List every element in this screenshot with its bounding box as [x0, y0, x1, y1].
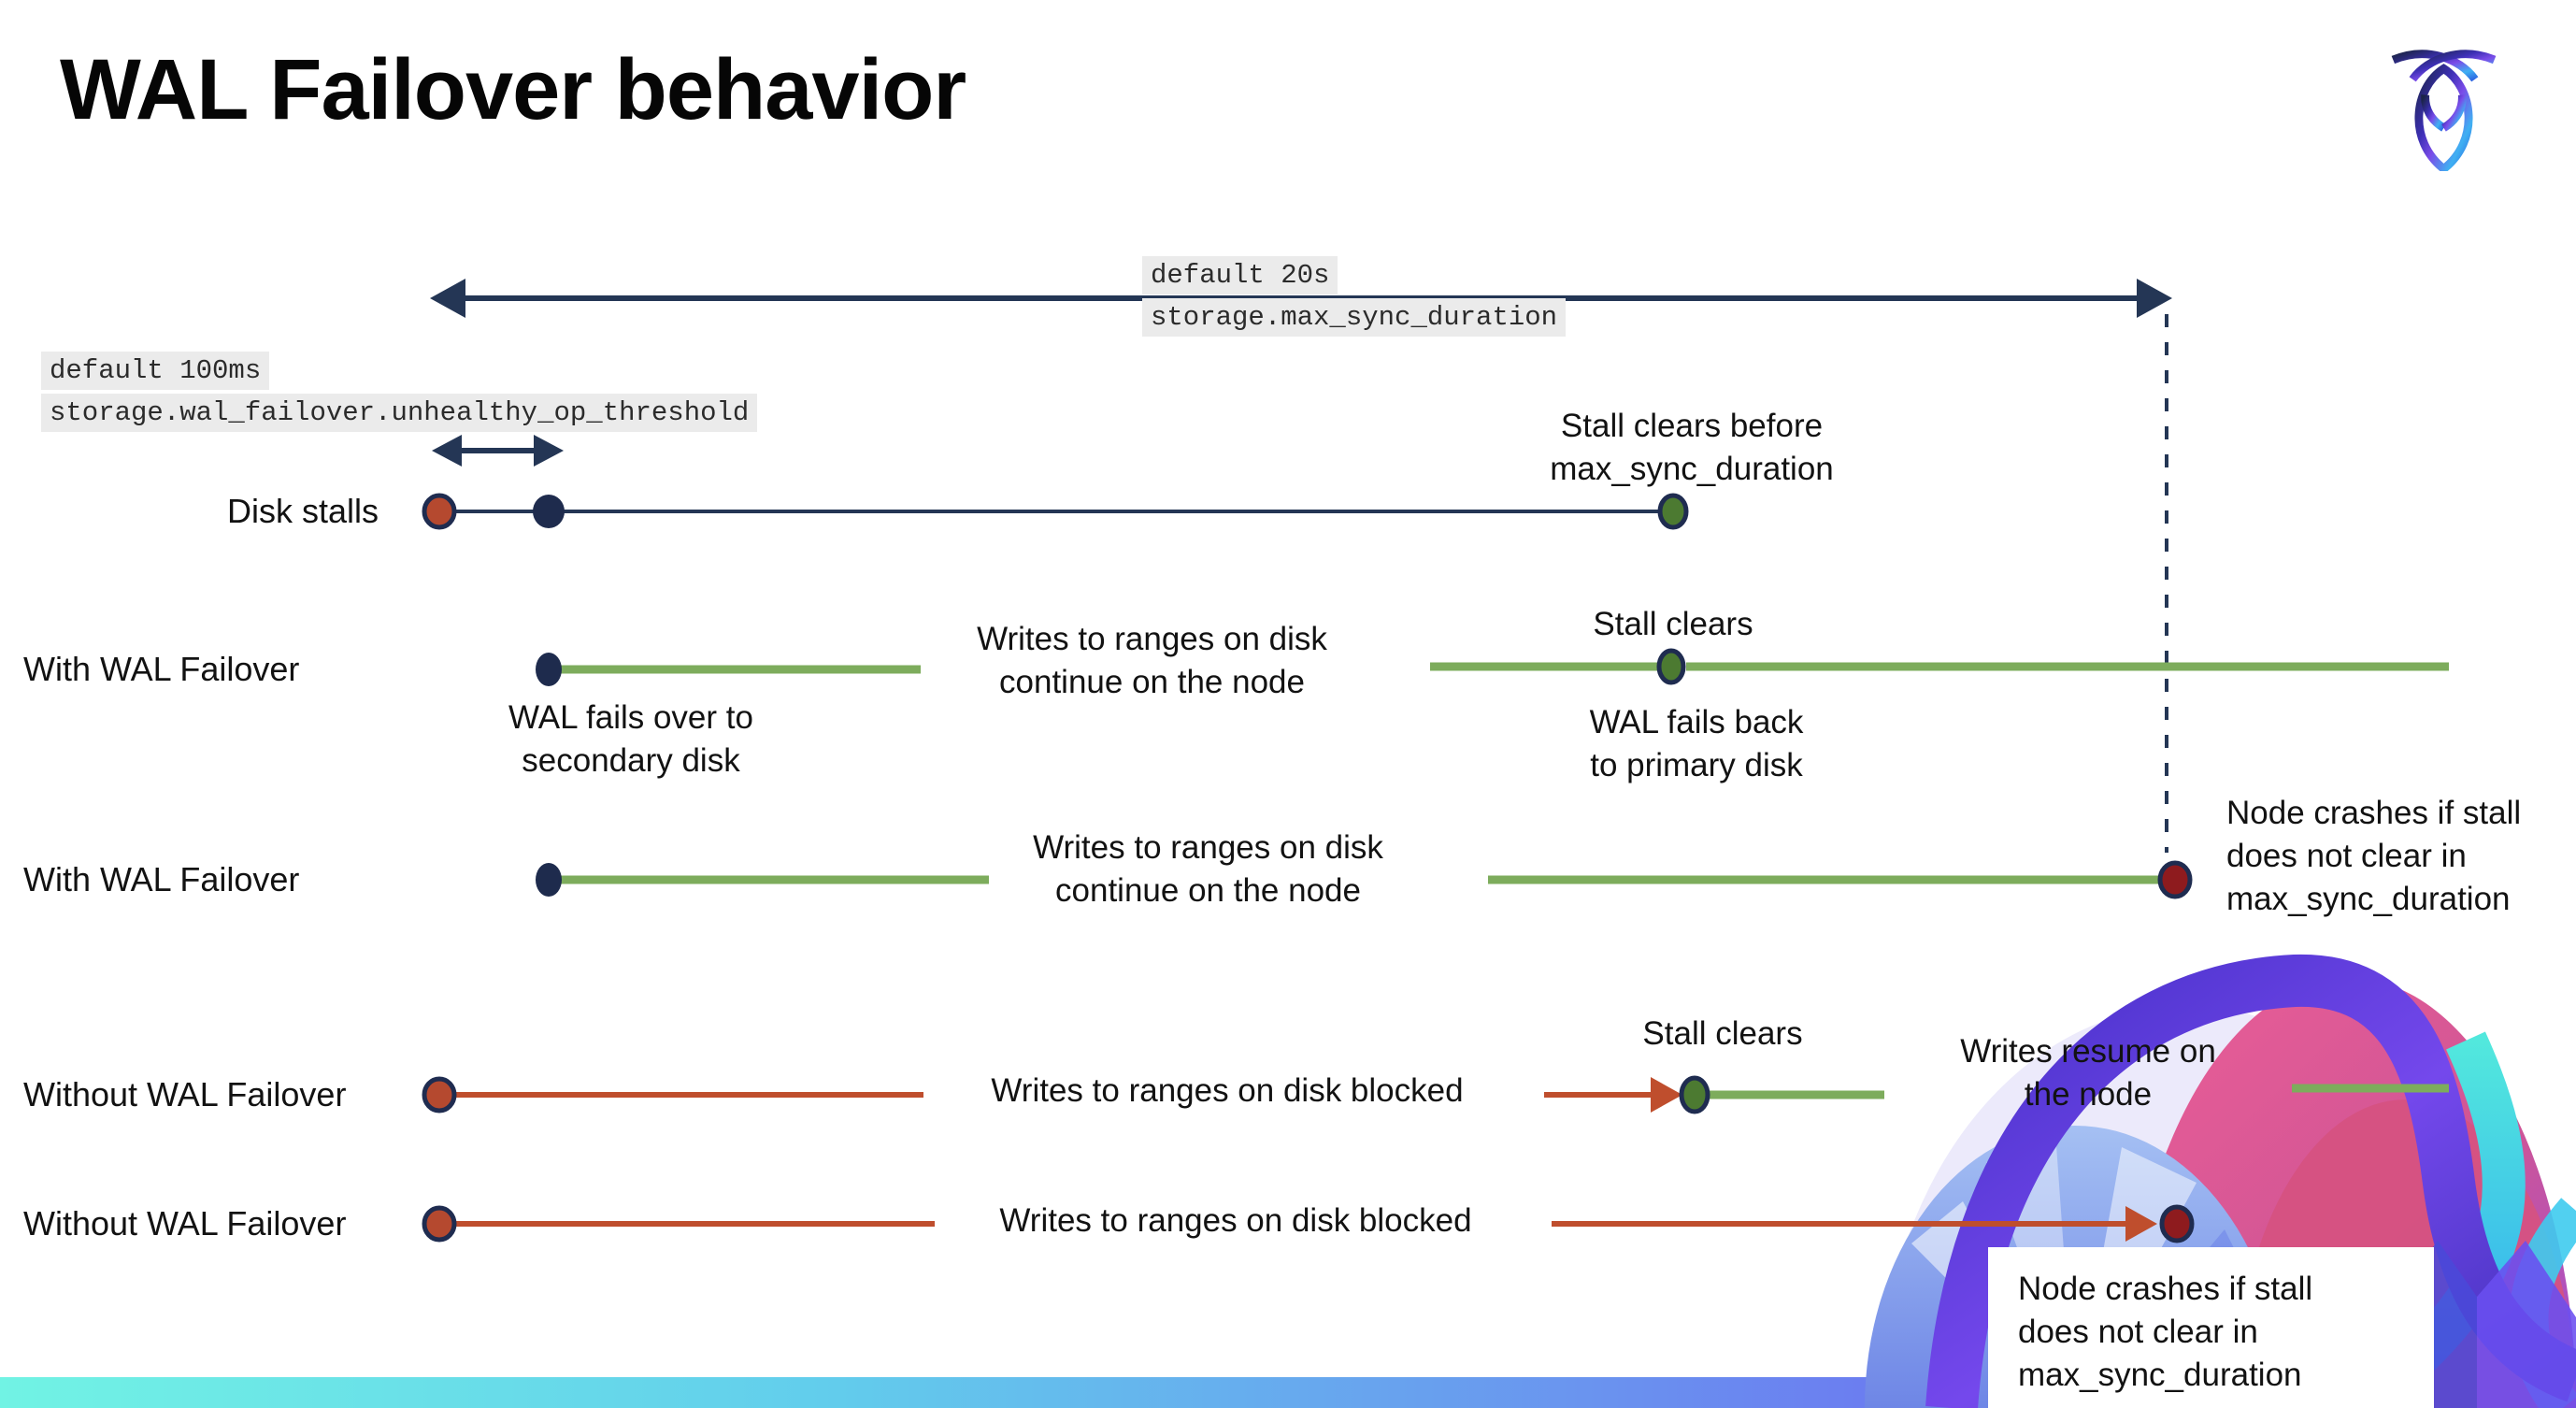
- timeline-with-failover-recovers: [536, 648, 2449, 686]
- failover-dot: [536, 653, 562, 686]
- blocked-arrowhead: [1651, 1077, 1682, 1113]
- unhealthy-op-threshold-annotation: default 100ms storage.wal_failover.unhea…: [41, 352, 758, 436]
- max-sync-duration-annotation: default 20s storage.max_sync_duration: [1142, 256, 1567, 340]
- page-title: WAL Failover behavior: [60, 42, 966, 137]
- setting-default-value: default 100ms: [41, 352, 270, 390]
- row-label-without-wal-failover-2: Without WAL Failover: [23, 1204, 347, 1243]
- note-stall-clears-1: Stall clears: [1593, 606, 1753, 642]
- crash-note-box: Node crashes if stall does not clear in …: [1988, 1247, 2434, 1408]
- stall-start-dot: [422, 1076, 457, 1113]
- note-wal-fails-over: WAL fails over to secondary disk: [508, 699, 753, 779]
- logo-antenna-right: [2409, 50, 2497, 82]
- note-stall-clears-before: Stall clears before max_sync_duration: [1550, 408, 1834, 487]
- row-label-with-wal-failover-1: With WAL Failover: [23, 650, 300, 688]
- note-stall-clears-2: Stall clears: [1642, 1015, 1803, 1052]
- threshold-dot: [533, 495, 565, 528]
- stall-clears-dot: [1657, 493, 1689, 530]
- arrowhead-right: [2137, 279, 2172, 318]
- stall-start-dot: [422, 493, 457, 530]
- unhealthy-op-threshold-arrow: [432, 435, 564, 467]
- setting-default-value: default 20s: [1142, 256, 1338, 295]
- logo-body: [2414, 64, 2473, 171]
- decor-purple-arch: [1925, 954, 2576, 1408]
- logo-branch-right: [2441, 94, 2467, 132]
- setting-name: storage.wal_failover.unhealthy_op_thresh…: [41, 394, 758, 432]
- note-writes-blocked-1: Writes to ranges on disk blocked: [991, 1072, 1464, 1109]
- stall-clears-dot: [1679, 1075, 1710, 1114]
- note-node-crashes-1: Node crashes if stall does not clear in …: [2226, 795, 2522, 917]
- row-label-disk-stalls: Disk stalls: [227, 492, 379, 530]
- cockroach-logo-icon: [2391, 50, 2497, 171]
- failback-dot: [1656, 648, 1686, 685]
- decor-corner-shape: [2477, 1241, 2576, 1408]
- note-writes-continue-2: Writes to ranges on disk continue on the…: [1033, 829, 1383, 909]
- failover-dot: [536, 863, 562, 897]
- note-writes-continue-1: Writes to ranges on disk continue on the…: [977, 621, 1327, 700]
- setting-name: storage.max_sync_duration: [1142, 298, 1567, 337]
- arrowhead-left: [430, 279, 465, 318]
- note-wal-fails-back: WAL fails back to primary disk: [1589, 704, 1804, 783]
- arrowhead-left: [432, 435, 462, 467]
- note-writes-resume: Writes resume on the node: [1960, 1033, 2216, 1113]
- node-crash-dot: [2157, 860, 2193, 899]
- stall-start-dot: [422, 1205, 457, 1243]
- timeline-disk-stalls: [422, 493, 1689, 530]
- row-label-without-wal-failover-1: Without WAL Failover: [23, 1075, 347, 1113]
- logo-branch-left: [2421, 94, 2446, 132]
- note-node-crashes-2: Node crashes if stall does not clear in …: [2018, 1271, 2313, 1393]
- arrowhead-right: [534, 435, 564, 467]
- note-writes-blocked-2: Writes to ranges on disk blocked: [999, 1202, 1472, 1239]
- row-label-with-wal-failover-2: With WAL Failover: [23, 860, 300, 898]
